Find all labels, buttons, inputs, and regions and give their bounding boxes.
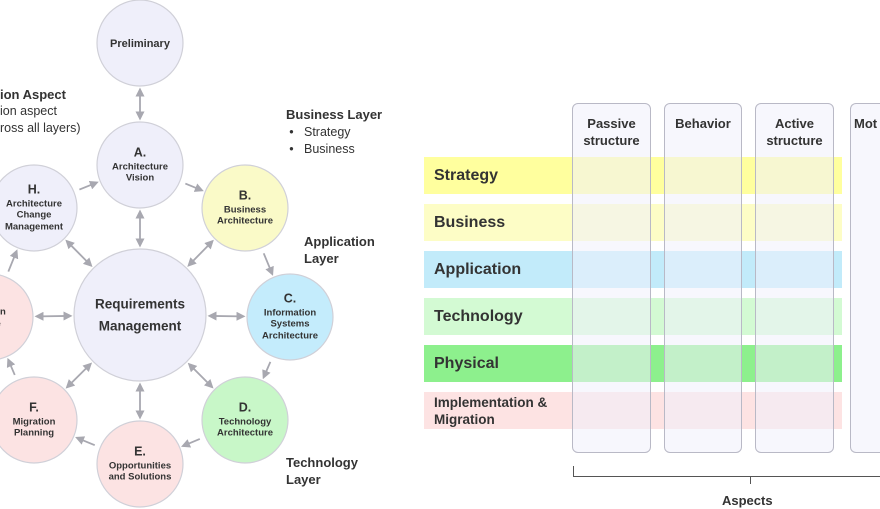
adm-arrow [187,362,214,389]
adm-node-letter: B. [239,188,252,202]
aspects-bracket-tick [750,476,751,484]
adm-node-text: Management [5,221,64,232]
adm-arrow [181,438,201,448]
adm-arrow [185,182,204,192]
adm-node-text: Systems [270,318,309,329]
adm-node-circle [0,376,78,464]
adm-node-g: ntationance [0,274,34,360]
aspect-column-motivation: Mot [850,103,880,453]
adm-node-text: Technology [219,416,272,427]
adm-node-circle [96,121,184,209]
adm-node-letter: C. [284,291,297,305]
technology-layer-label: Technology Layer [286,455,358,487]
layer-label: Technology [434,308,523,325]
adm-arrow [65,239,93,268]
adm-arrow [187,239,214,267]
adm-node-text: and Solutions [109,471,172,482]
adm-node-text: Architecture [112,161,168,172]
adm-cycle-diagram: PreliminaryA.ArchitectureVisionB.Busines… [0,0,334,508]
adm-node-text: ntation [0,306,6,317]
adm-node-text: Vision [126,172,155,183]
adm-node-text: Opportunities [109,460,171,471]
adm-node-text: Information [264,307,316,318]
adm-node-prelim: Preliminary [96,0,184,87]
aspects-label: Aspects [722,493,773,508]
adm-arrow [262,252,274,276]
adm-arrow [6,357,16,376]
adm-node-circle [246,273,334,361]
adm-node-text: ance [0,318,1,329]
business-layer-item: Business [304,141,382,158]
adm-arrow [75,436,96,447]
adm-node-circle [96,0,184,87]
adm-node-text: Management [99,319,182,334]
adm-node-text: Business [224,204,266,215]
layer-label: Application [434,261,522,278]
aspects-bracket [573,466,880,477]
adm-node-text: Change [17,209,52,220]
adm-node-circle [0,164,78,252]
adm-node-text: Architecture [262,330,318,341]
adm-arrow [262,361,272,380]
adm-node-circle [73,248,207,382]
adm-node-text: Architecture [6,198,62,209]
adm-arrow [65,362,93,389]
adm-node-text: Preliminary [110,38,171,50]
adm-node-circle [0,274,34,360]
motivation-aspect-label: ion Aspect ion aspect ross all layers) [0,87,81,135]
adm-node-text: Planning [14,427,54,438]
adm-arrow [79,180,99,191]
adm-node-text: Architecture [217,427,273,438]
adm-node-letter: E. [134,444,146,458]
business-layer-item: Strategy [304,124,382,141]
adm-node-circle [201,376,289,464]
application-layer-label: Application Layer [304,234,375,266]
aspect-column-behavior: Behavior [664,103,742,453]
adm-node-letter: A. [134,145,147,159]
layer-label: Strategy [434,167,499,184]
adm-node-text: Migration [13,416,56,427]
adm-node-letter: F. [29,400,39,414]
adm-arrow [7,249,19,272]
adm-node-circle [96,420,184,508]
layer-label: Implementation &Migration [434,394,548,427]
adm-node-circle [201,164,289,252]
business-layer-label: Business Layer Strategy Business [286,106,382,158]
layer-label: Business [434,214,506,231]
adm-node-text: Architecture [217,215,273,226]
adm-node-text: Requirements [95,297,185,312]
adm-node-letter: H. [28,182,41,196]
adm-node-letter: D. [239,400,252,414]
layer-label: Physical [434,355,499,372]
